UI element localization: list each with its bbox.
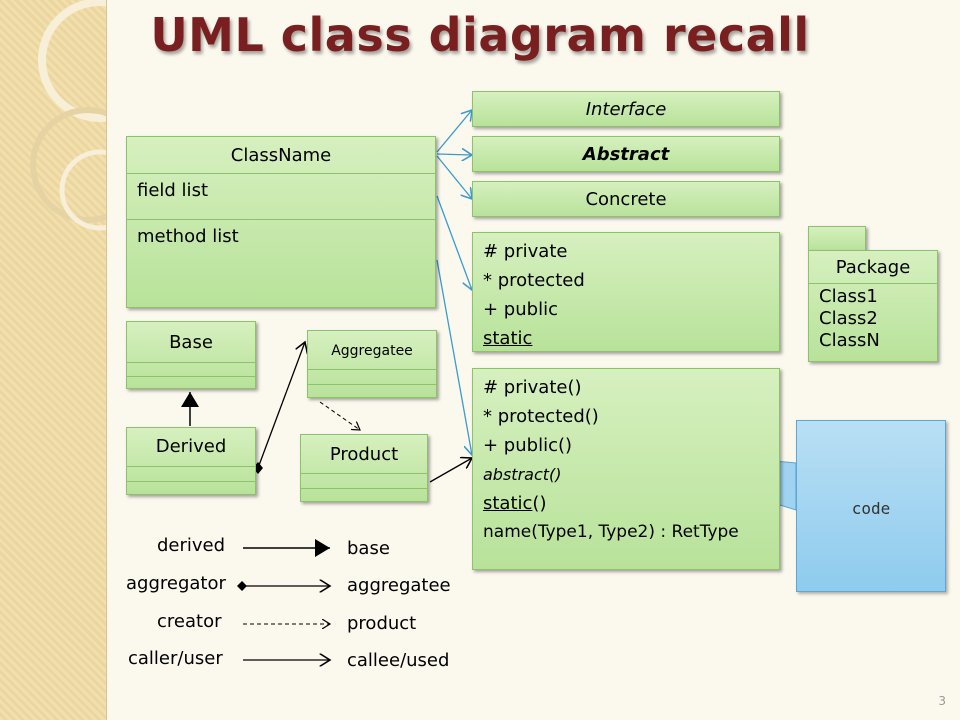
concrete-label: Concrete: [585, 189, 667, 210]
method-private: # private(): [483, 377, 582, 398]
product-label: Product: [329, 444, 399, 465]
legend-aggregator-diamond: [237, 581, 247, 591]
visibility-public: + public: [483, 299, 558, 320]
base-methods: [127, 376, 255, 388]
legend-right-product: product: [347, 613, 417, 634]
code-callout: code: [796, 420, 946, 592]
connector-abstract: [436, 154, 472, 155]
derived-box: Derived: [126, 427, 256, 495]
legend-right-aggregatee: aggregatee: [347, 575, 451, 596]
method-protected: * protected(): [483, 406, 599, 427]
visibility-protected: * protected: [483, 270, 585, 291]
page-title: UML class diagram recall: [150, 8, 810, 62]
method-list-label: method list: [137, 226, 239, 247]
legend-right-base: base: [347, 538, 390, 559]
method-static-parens: (): [532, 493, 547, 514]
connector-visibility: [436, 195, 472, 290]
page-number: 3: [938, 694, 946, 708]
legend-left-aggregator: aggregator: [126, 573, 226, 594]
decorative-sidebar: [0, 0, 107, 720]
base-box: Base: [126, 321, 256, 389]
methods-box: # private() * protected() + public() abs…: [472, 368, 780, 570]
legend-left-caller: caller/user: [128, 648, 223, 669]
aggregatee-fields: [308, 369, 436, 384]
package-item: ClassN: [819, 330, 880, 351]
package-items: Class1 Class2 ClassN: [809, 283, 937, 361]
product-methods: [301, 488, 427, 501]
method-static: static(): [483, 489, 779, 518]
aggregatee-label: Aggregatee: [331, 343, 413, 359]
code-callout-text: code: [851, 499, 891, 518]
legend-left-creator: creator: [157, 611, 222, 632]
derived-methods: [127, 481, 255, 494]
base-label: Base: [169, 332, 213, 353]
connector-concrete: [436, 155, 472, 199]
method-abstract: abstract(): [483, 465, 562, 484]
class-name-label: ClassName: [230, 145, 332, 166]
derived-label: Derived: [155, 436, 227, 457]
field-list-label: field list: [137, 180, 208, 201]
usage-arrow: [429, 458, 472, 483]
decorative-circles: [30, 0, 106, 231]
base-fields: [127, 362, 255, 376]
interface-label: Interface: [585, 99, 667, 120]
abstract-box: Abstract: [472, 136, 780, 172]
field-list-section: field list: [127, 173, 435, 219]
abstract-label: Abstract: [582, 144, 670, 165]
product-fields: [301, 473, 427, 488]
visibility-box: # private * protected + public static: [472, 232, 780, 352]
aggregatee-box: Aggregatee: [307, 330, 437, 398]
connector-methods: [436, 259, 472, 455]
derived-fields: [127, 466, 255, 481]
connector-interface: [436, 110, 472, 153]
legend-right-callee: callee/used: [347, 650, 450, 671]
package-item: Class2: [819, 308, 878, 329]
concrete-box: Concrete: [472, 181, 780, 217]
class-name-box: ClassName field list method list: [126, 136, 436, 308]
visibility-static: static: [483, 328, 533, 349]
method-list-section: method list: [127, 219, 435, 307]
method-static-word: static: [483, 493, 533, 514]
product-box: Product: [300, 434, 428, 502]
visibility-private: # private: [483, 241, 568, 262]
package-tab: [808, 226, 866, 252]
aggregatee-methods: [308, 384, 436, 397]
package-label: Package: [835, 257, 911, 278]
method-public: + public(): [483, 435, 573, 456]
method-signature: name(Type1, Type2) : RetType: [483, 522, 739, 542]
interface-box: Interface: [472, 91, 780, 127]
package-box: Package Class1 Class2 ClassN: [808, 250, 938, 362]
creation-arrow: [319, 401, 360, 430]
aggregation-arrow: [257, 342, 305, 469]
legend-left-derived: derived: [157, 535, 226, 556]
package-item: Class1: [819, 286, 878, 307]
